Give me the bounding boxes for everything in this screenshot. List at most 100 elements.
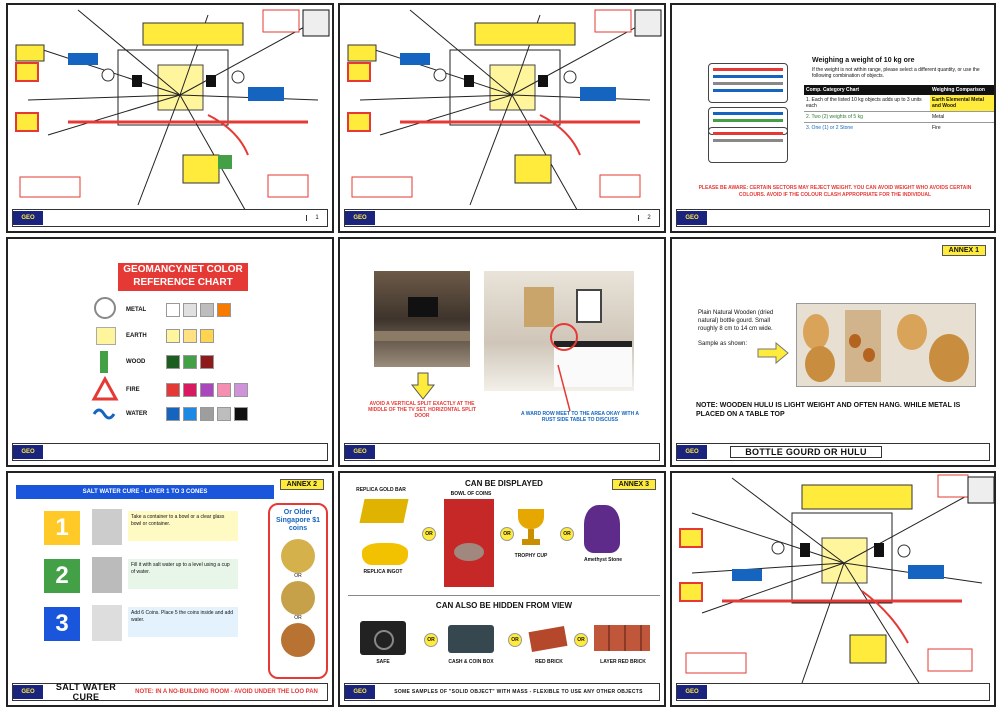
cash-box-image [448,625,494,653]
element-label: WATER [126,411,148,417]
footer-note: NOTE: IN A NO-BUILDING ROOM - AVOID UNDE… [135,689,318,695]
color-row-wood: WOOD [126,353,217,371]
or-label: OR [574,633,588,647]
earth-icon [96,327,116,345]
swatch [183,303,197,317]
coin-bowl-image [444,499,494,587]
swatch [200,329,214,343]
swatch [166,355,180,369]
swatch [234,383,248,397]
object-label: Amethyst Stone [583,557,623,563]
or-label: OR [508,633,522,647]
swatch [166,407,180,421]
brand-logo: GEO [677,211,707,225]
weight-subtitle: If the weight is not within range, pleas… [812,67,980,79]
step-photo [92,509,122,545]
annex-badge: ANNEX 2 [279,479,324,490]
coin-1 [281,539,315,573]
safe-image [360,621,406,655]
coin-3 [281,623,315,657]
element-label: METAL [126,307,147,313]
floorplan-page-3: GEO [670,471,996,707]
page-footer: GEO SOME SAMPLES OF "SOLID OBJECT" WITH … [344,683,660,701]
salt-header: SALT WATER CURE - LAYER 1 TO 3 CONES [16,485,274,499]
page-footer: GEO [676,683,990,701]
swatch [217,383,231,397]
gold-bar-image [359,499,409,523]
color-row-metal: METAL [126,301,234,319]
floorplan-drawing [347,9,662,216]
swatch [217,407,231,421]
step-number: 3 [44,607,80,641]
object-label: RED BRICK [535,659,563,665]
trophy-image [516,509,546,549]
brand-logo: GEO [677,685,707,699]
step-photo [92,605,122,641]
salt-water-page: ANNEX 2 SALT WATER CURE - LAYER 1 TO 3 C… [6,471,334,707]
element-label: FIRE [126,387,140,393]
table-cell: 2. Two (2) weights of 5 kg [806,114,863,120]
swatch [183,355,197,369]
table-cell: 3. One (1) or 2 Stone [806,125,853,131]
hulu-page: ANNEX 1 Plain Natural Wooden (dried natu… [670,237,996,467]
amethyst-image [584,505,620,553]
object-label: TROPHY CUP [514,553,548,559]
step-photo [92,557,122,593]
hulu-note: NOTE: WOODEN HULU IS LIGHT WEIGHT AND OF… [696,402,961,418]
swatch [200,355,214,369]
notes-box-1 [708,63,788,103]
coins-box: Or Older Singapore $1 coins OR OR [268,503,328,679]
page-footer: GEO 2 [344,209,660,227]
floorplan-page-2: GEO 2 [338,3,666,233]
or-label: OR [294,615,302,621]
ingot-image [362,543,408,565]
object-label: REPLICA INGOT [363,569,403,575]
right-caption: A WARD ROW MEET TO THE AREA OKAY WITH A … [520,411,640,423]
weight-title: Weighing a weight of 10 kg ore [812,57,915,64]
left-caption: AVOID A VERTICAL SPLIT EXACTLY AT THE MI… [368,401,476,419]
table-cell: Earth Elemental Metal and Wood [930,95,994,112]
swatch [234,407,248,421]
swatch [166,329,180,343]
weight-warning: PLEASE BE AWARE: CERTAIN SECTORS MAY REJ… [698,185,972,198]
table-cell: 1. Each of the listed 10 kg objects adds… [806,97,922,109]
swatch [183,329,197,343]
element-label: EARTH [126,333,147,339]
or-label: OR [500,527,514,541]
color-chart-page: GEOMANCY.NET COLOR REFERENCE CHART METAL… [6,237,334,467]
swatch [217,303,231,317]
object-label: REPLICA GOLD BAR [356,487,406,493]
color-row-water: WATER [126,405,251,423]
weight-table: Comp. Category Chart Weighing Comparison… [804,85,994,133]
page-number: 2 [638,215,659,221]
weight-page: Weighing a weight of 10 kg ore If the we… [670,3,996,233]
table-header: Weighing Comparison [932,87,985,93]
footer-title: BOTTLE GOURD OR HULU [730,446,882,458]
color-chart-title: GEOMANCY.NET COLOR REFERENCE CHART [118,263,248,291]
step-text: Add 6 Coins. Place 5 the coins inside an… [128,607,238,637]
coin-2 [281,581,315,615]
brand-logo: GEO [345,445,375,459]
fire-icon [91,375,119,401]
object-label: BOWL OF COINS [450,491,492,497]
element-label: WOOD [126,359,146,365]
page-footer: GEO [12,443,328,461]
hulu-description: Plain Natural Wooden (dried natural) bot… [698,310,774,332]
step-text: Fill it with salt water up to a level us… [128,559,238,589]
or-label: OR [424,633,438,647]
annex-badge: ANNEX 3 [611,479,656,490]
metal-icon [94,297,116,319]
notes-box-3 [708,127,788,163]
hidden-title: CAN ALSO BE HIDDEN FROM VIEW [435,601,573,610]
table-cell: Metal [932,114,945,120]
swatch [166,303,180,317]
photo-page: AVOID A VERTICAL SPLIT EXACTLY AT THE MI… [338,237,666,467]
red-brick-image [528,626,568,652]
layer-brick-image [594,625,650,651]
swatch [200,383,214,397]
color-row-earth: EARTH [126,327,217,345]
annex-badge: ANNEX 1 [941,245,986,256]
swatch [166,383,180,397]
water-icon [92,408,116,420]
page-footer: GEO BOTTLE GOURD OR HULU [676,443,990,461]
